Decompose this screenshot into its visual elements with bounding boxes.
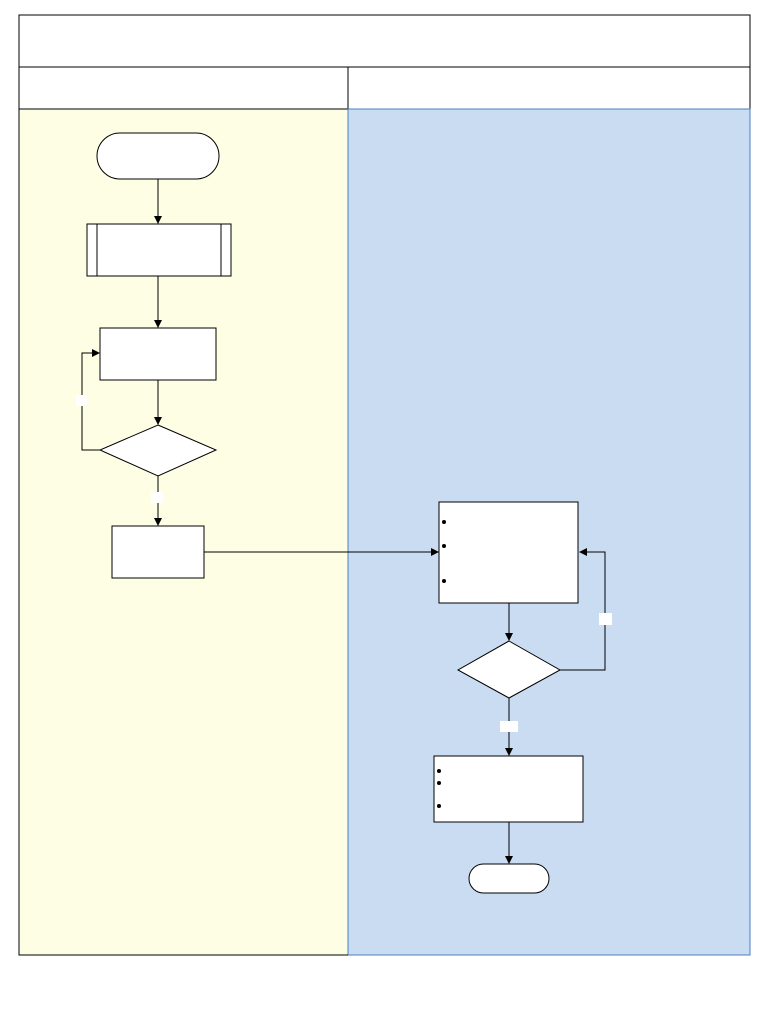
edge-label-box-exit-1 <box>151 492 163 503</box>
process-bullets-box-2 <box>433 755 584 823</box>
decision-2 <box>456 640 562 699</box>
bullet-dot <box>437 781 441 785</box>
edge-label-box-loop-1 <box>76 395 87 406</box>
start-terminator <box>96 132 220 180</box>
lane-header-right <box>347 66 751 110</box>
edge-label-box-exit-2 <box>500 721 518 732</box>
subprocess-box <box>86 223 232 277</box>
title-bar <box>18 14 751 68</box>
bullet-dot <box>442 544 446 548</box>
bullet-dot <box>437 769 441 773</box>
decision-1 <box>98 424 218 477</box>
edge-label-box-loop-2 <box>599 613 612 625</box>
lane-header-left <box>18 66 349 110</box>
bullet-dot <box>437 804 441 808</box>
process-box-2 <box>111 525 205 579</box>
end-terminator <box>468 863 550 894</box>
bullet-dot <box>442 579 446 583</box>
arrow-decision-2-loop-back <box>560 548 606 671</box>
process-box-1 <box>99 327 217 381</box>
bullet-dot <box>442 520 446 524</box>
process-bullets-box-1 <box>438 501 579 604</box>
